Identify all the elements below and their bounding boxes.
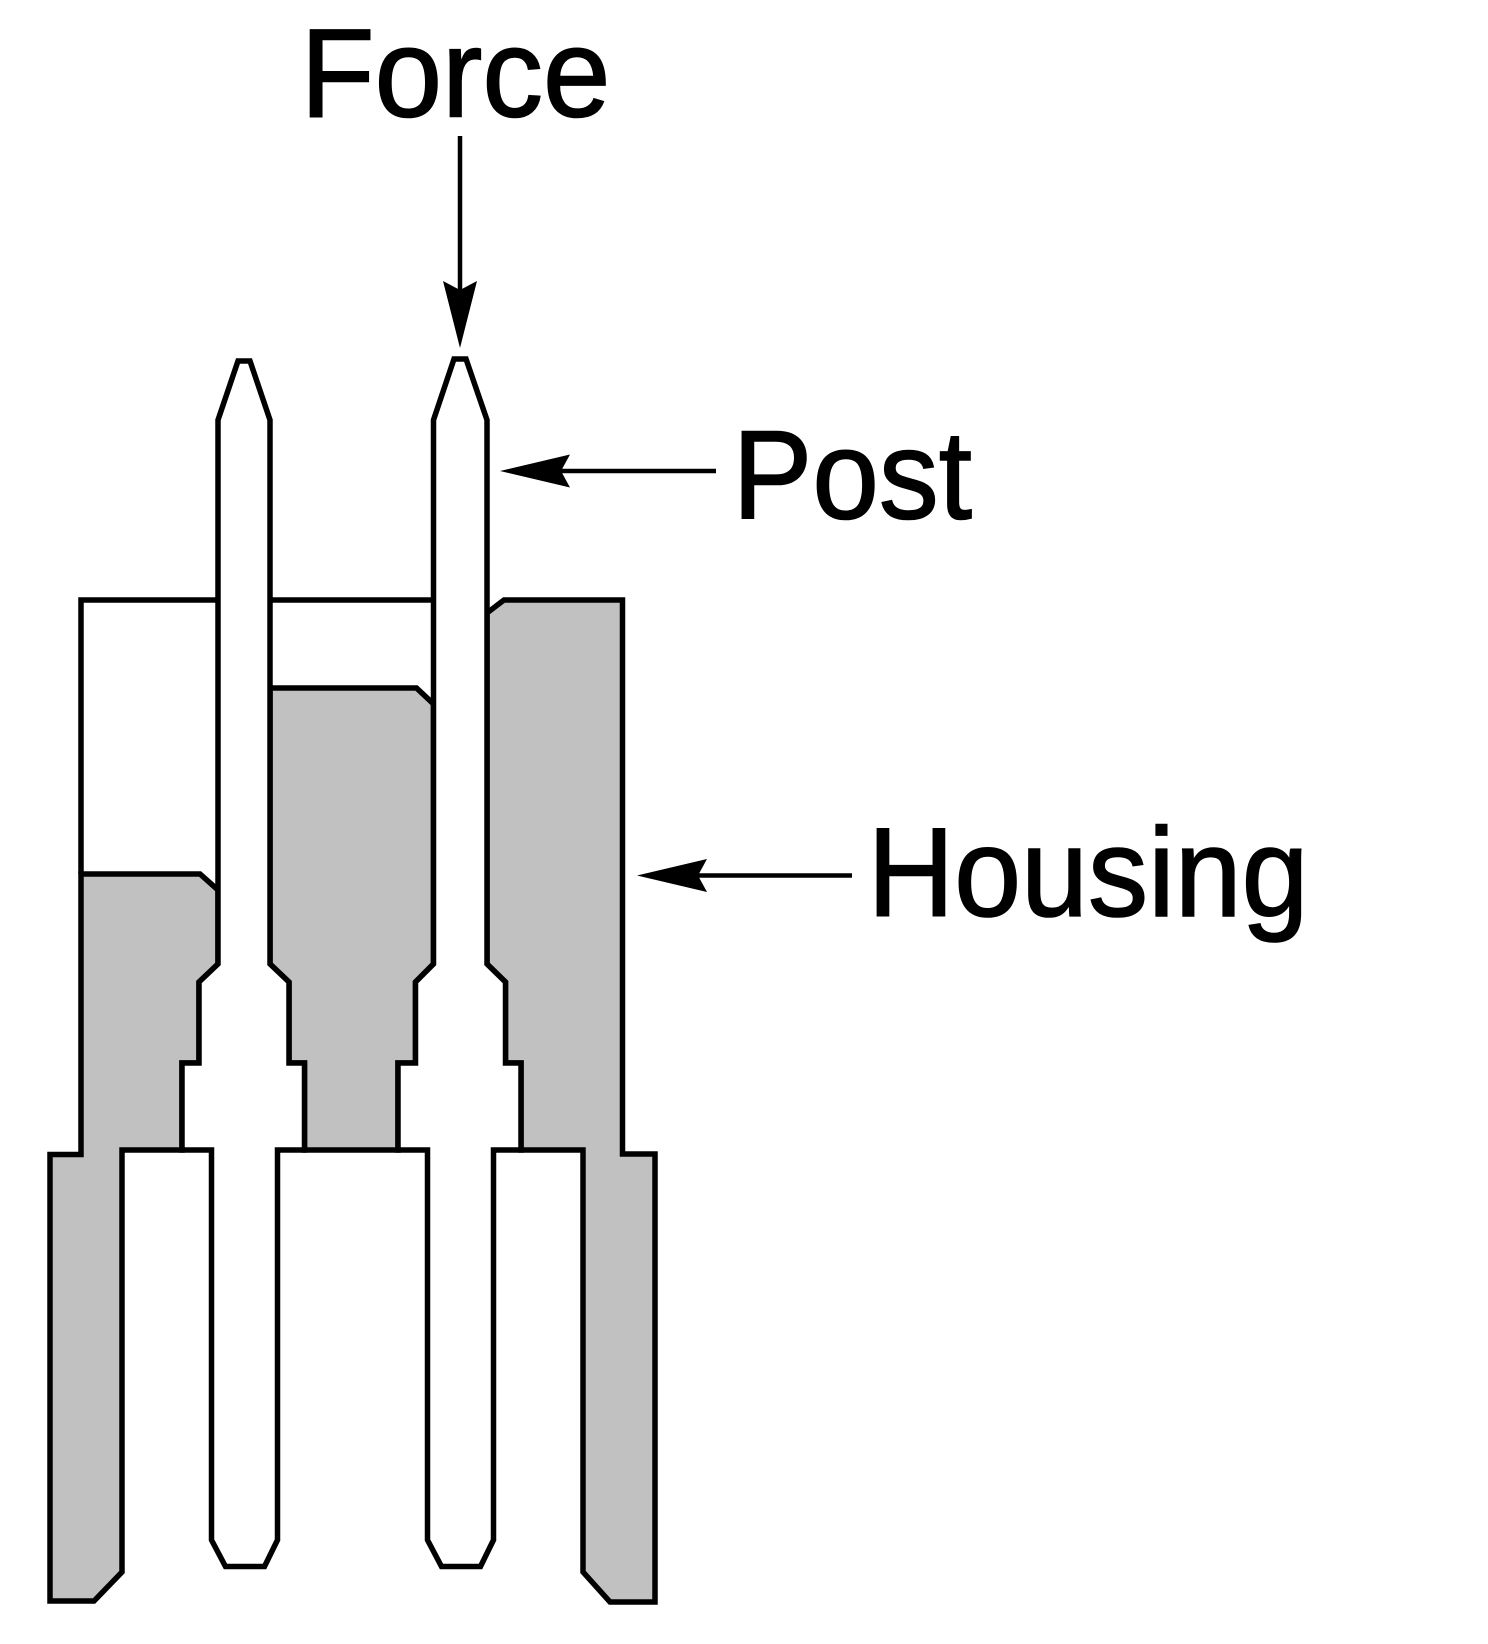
svg-text:Post: Post bbox=[733, 405, 973, 546]
svg-text:Housing: Housing bbox=[868, 802, 1309, 943]
svg-text:Force: Force bbox=[301, 3, 611, 144]
